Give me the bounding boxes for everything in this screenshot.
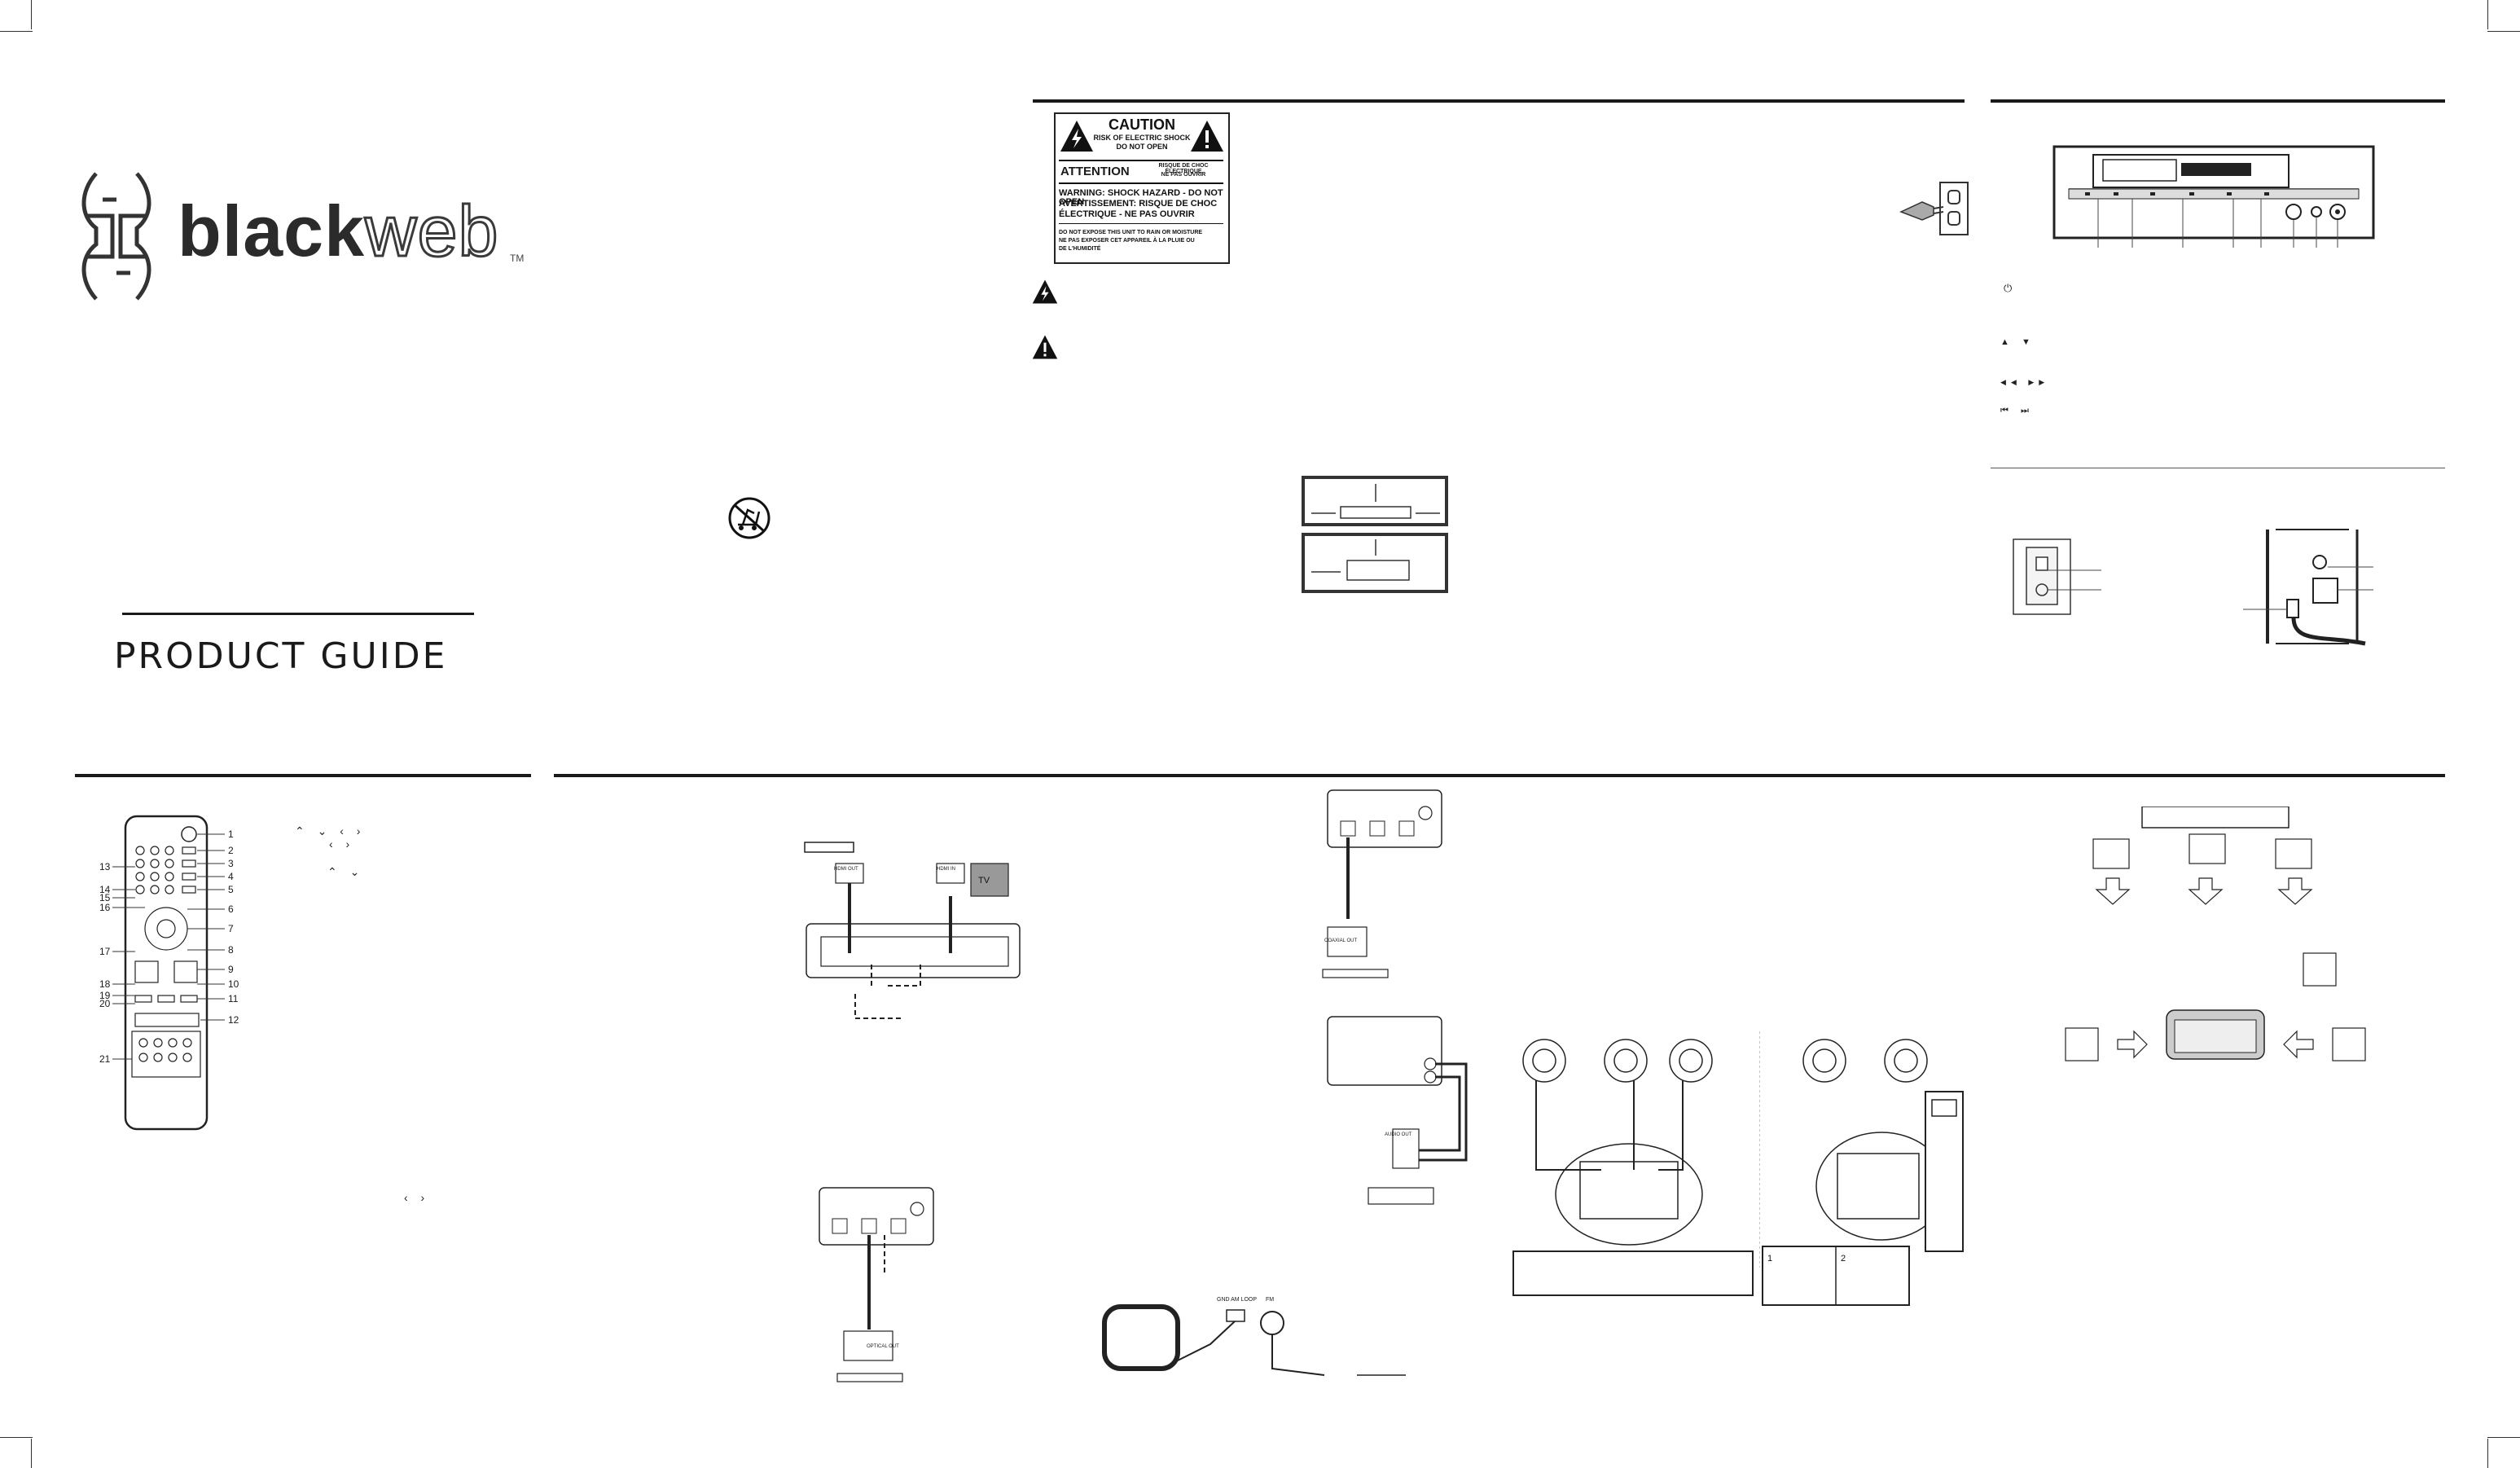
callout-16: 16 — [99, 902, 111, 913]
brand-logo: blackweb TM — [72, 167, 528, 305]
blackweb-emblem-icon — [81, 172, 151, 301]
callout-6: 6 — [228, 903, 234, 915]
callout-20: 20 — [99, 998, 111, 1009]
warning-line2: AVERTISSEMENT: RISQUE DE CHOC — [1059, 199, 1218, 209]
speaker-placement-figure — [2065, 807, 2366, 1061]
callout-18: 18 — [99, 978, 111, 990]
note-line2: NE PAS EXPOSER CET APPAREIL À LA PLUIE O… — [1059, 238, 1195, 244]
crop-mark — [2487, 0, 2488, 29]
brand-name-part2: web — [364, 190, 499, 273]
ventilation-clearance-figure — [1302, 476, 1448, 593]
exclamation-warning-icon — [1191, 121, 1223, 152]
label-divider — [1059, 223, 1223, 224]
warning-line3: ÉLECTRIQUE - NE PAS OUVRIR — [1059, 209, 1195, 219]
remote-symbol-row2: ‹ › — [329, 837, 355, 850]
callout-12: 12 — [228, 1014, 239, 1026]
crop-mark — [31, 1439, 32, 1468]
brand-name-part1: black — [178, 191, 366, 271]
callout-10: 10 — [228, 978, 239, 990]
exclamation-symbol-icon — [1032, 335, 1058, 359]
attention-text2: NE PAS OUVRIR — [1161, 172, 1206, 178]
step-2-label: 2 — [1841, 1254, 1846, 1264]
skip-symbols: ⏮ ⏭ — [2000, 406, 2034, 415]
callout-8: 8 — [228, 944, 234, 956]
remote-symbol-row4: ‹ › — [404, 1191, 430, 1204]
callout-1: 1 — [228, 828, 234, 840]
speaker-wiring-front-figure — [1512, 1039, 1754, 1296]
note-line1: DO NOT EXPOSE THIS UNIT TO RAIN OR MOIST… — [1059, 230, 1203, 235]
volume-symbols: ▲ ▼ — [2000, 337, 2035, 347]
callout-5: 5 — [228, 884, 234, 895]
brand-wordmark: blackweb — [178, 190, 499, 273]
crop-mark — [0, 31, 33, 32]
lightning-symbol-icon — [1032, 279, 1058, 304]
callout-11: 11 — [228, 993, 239, 1004]
product-guide-title: PRODUCT GUIDE — [114, 635, 448, 677]
hdmi-out-label: HDMI OUT — [834, 867, 858, 872]
step-1-label: 1 — [1767, 1254, 1772, 1264]
wall-switch-figure — [2013, 538, 2101, 615]
optical-out-label: OPTICAL OUT — [867, 1344, 899, 1349]
section-rule-connections — [554, 774, 2445, 777]
coaxial-connection-figure — [1322, 789, 1442, 978]
caution-title: CAUTION — [1109, 116, 1175, 133]
attention-title: ATTENTION — [1060, 165, 1130, 178]
fm-label: FM — [1266, 1297, 1275, 1303]
caution-line2: DO NOT OPEN — [1116, 143, 1168, 151]
antenna-figure — [1102, 1304, 1406, 1376]
cart-warning-icon — [728, 497, 770, 539]
callout-2: 2 — [228, 845, 234, 856]
audio-out-label: AUDIO OUT — [1385, 1132, 1412, 1137]
note-line3: DE L'HUMIDITÉ — [1059, 246, 1101, 252]
crop-mark — [2487, 1439, 2488, 1468]
callout-13: 13 — [99, 861, 111, 872]
callout-17: 17 — [99, 946, 111, 957]
analog-audio-figure — [1327, 1016, 1468, 1205]
speaker-wiring-rear-figure: 1 2 — [1759, 1031, 1964, 1306]
remote-symbol-row3: ⌃ ⌄ — [327, 865, 365, 878]
section-rule-remote — [75, 774, 531, 777]
callout-4: 4 — [228, 871, 234, 882]
caution-label: CAUTION RISK OF ELECTRIC SHOCK DO NOT OP… — [1054, 112, 1230, 264]
seek-symbols: ◀◀ ▶▶ — [2000, 378, 2050, 386]
attention-bar: ATTENTION RISQUE DE CHOC ÉLECTRIQUE NE P… — [1059, 160, 1223, 184]
hdmi-in-label: HDMI IN — [937, 867, 955, 872]
remote-symbol-row1: ⌃ ⌄ ‹ › — [295, 824, 366, 837]
crop-mark — [31, 0, 32, 29]
attention-text1: RISQUE DE CHOC ÉLECTRIQUE — [1158, 163, 1209, 174]
power-symbol: ⏻ — [2004, 282, 2017, 294]
crop-mark — [2487, 31, 2520, 32]
callout-21: 21 — [99, 1053, 111, 1065]
crop-mark — [2487, 1437, 2520, 1438]
callout-19: 19 — [99, 990, 111, 1001]
plug-outlet-icon — [1899, 182, 1969, 235]
remote-control-figure — [112, 815, 225, 1131]
trademark: TM — [510, 253, 525, 264]
callout-14: 14 — [99, 884, 111, 895]
hdmi-connection-figure: TV — [804, 842, 1021, 1019]
front-panel-figure — [2052, 145, 2375, 248]
am-loop-label: GND AM LOOP — [1217, 1297, 1258, 1303]
callout-15: 15 — [99, 892, 111, 903]
warning-line1: WARNING: SHOCK HAZARD - DO NOT OPEN — [1059, 188, 1223, 207]
section-rule-safety — [1033, 99, 1965, 103]
coaxial-out-label: COAXIAL OUT — [1324, 938, 1358, 943]
callout-3: 3 — [228, 858, 234, 869]
optical-connection-figure — [819, 1187, 934, 1382]
tv-label: TV — [978, 876, 990, 886]
section-rule-front — [1991, 99, 2445, 103]
lightning-warning-icon — [1060, 121, 1093, 152]
caution-line1: RISK OF ELECTRIC SHOCK — [1093, 134, 1191, 142]
callout-9: 9 — [228, 964, 234, 975]
rear-panel-figure — [2243, 529, 2373, 646]
callout-7: 7 — [228, 923, 234, 934]
crop-mark — [0, 1437, 33, 1438]
title-rule — [122, 613, 474, 615]
